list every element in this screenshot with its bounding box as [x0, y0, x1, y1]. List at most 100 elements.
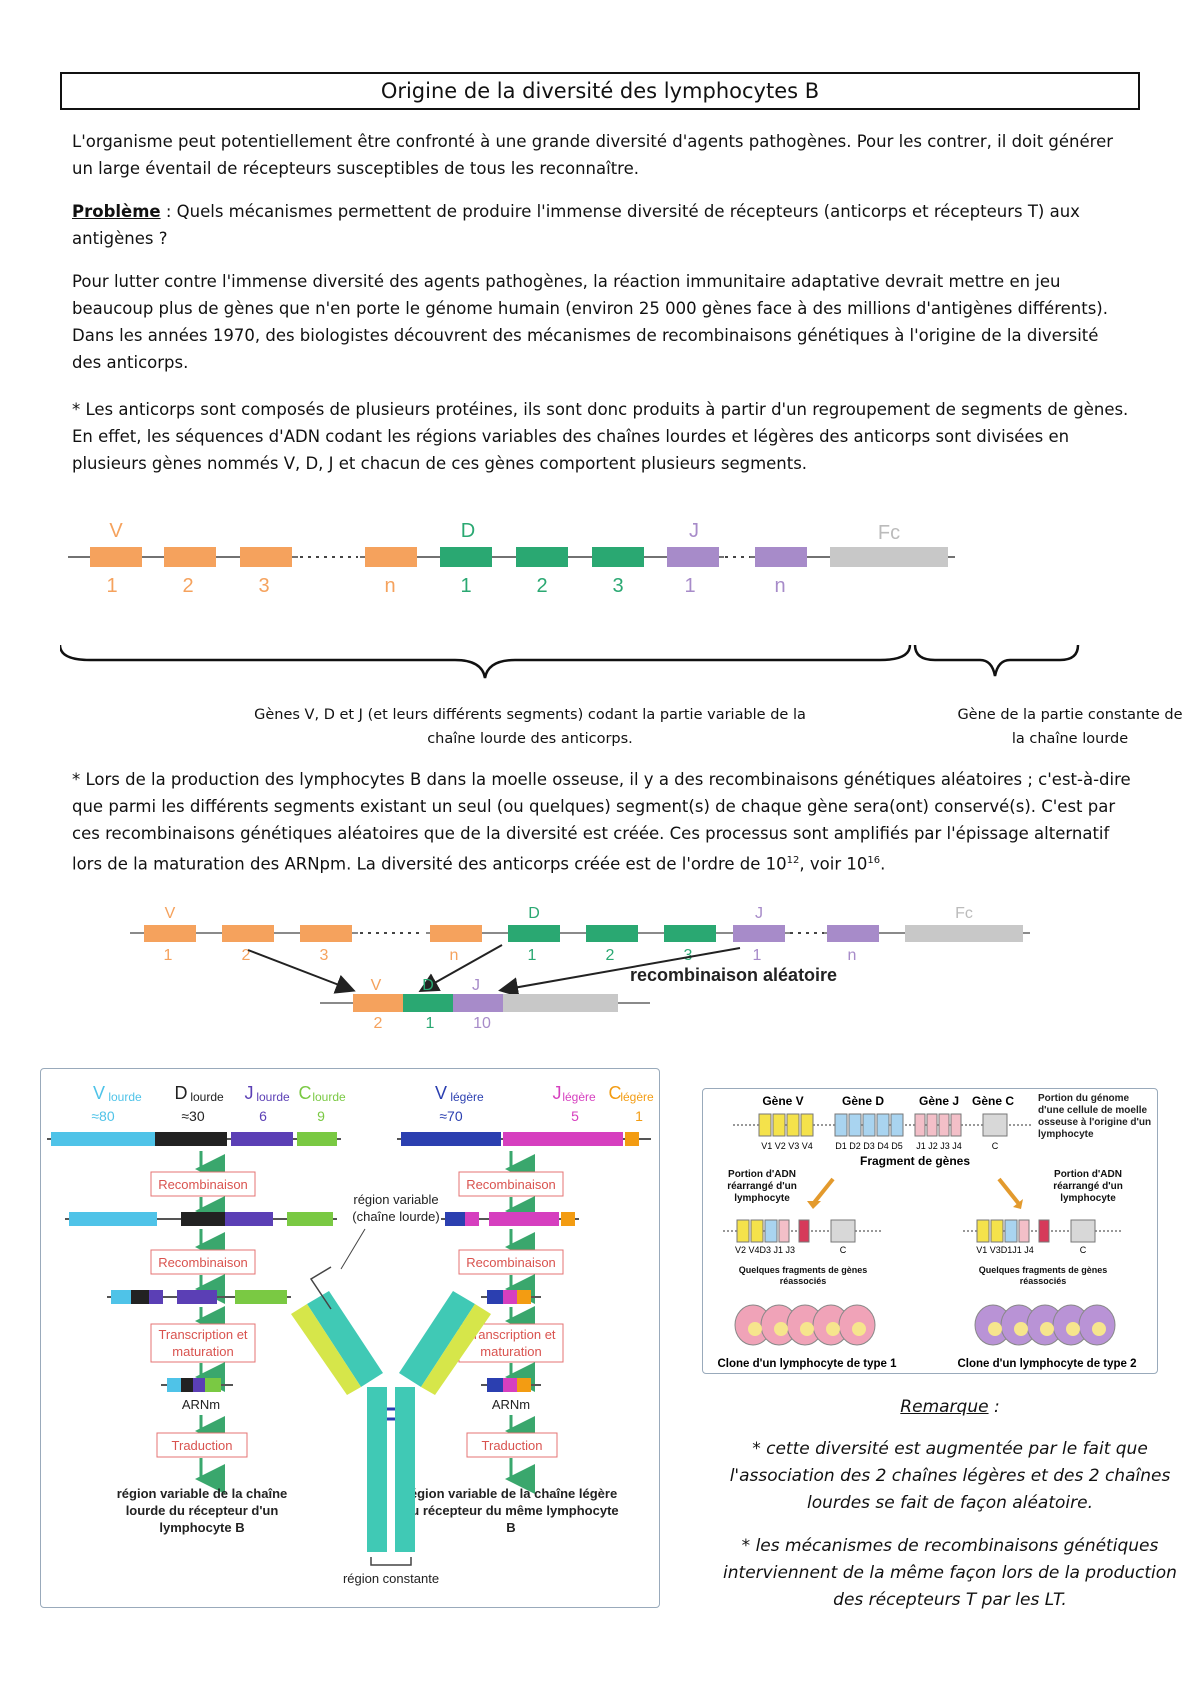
step-label: Transcription et maturation	[466, 1327, 556, 1359]
v-segment-1	[90, 547, 142, 567]
seq-d: D1 D2 D3 D4 D5	[835, 1141, 903, 1151]
j-label: J	[755, 905, 763, 922]
result-v-segment	[353, 994, 403, 1012]
recombination-diagram: V D J Fc 1 2 3 n 1 2 3 1 n recombinaison…	[130, 905, 1030, 1030]
j-heavy-genes	[231, 1132, 293, 1146]
intro-paragraph: L'organisme peut potentiellement être co…	[72, 132, 1114, 178]
step-box	[150, 1171, 256, 1197]
v-segment-3	[240, 547, 292, 567]
v-number: n	[384, 575, 395, 597]
header-count: ≈80	[91, 1108, 114, 1124]
d-heavy-genes	[155, 1132, 227, 1146]
remark-title: Remarque	[900, 1397, 989, 1417]
v-number: 2	[182, 575, 193, 597]
header-sub: légère	[620, 1090, 654, 1104]
gene-segments-diagram: V D J Fc 1 2 3 n 1 2 3 1 n	[60, 520, 1080, 679]
v-segment	[144, 925, 196, 942]
d-number: 1	[460, 575, 471, 597]
header-j-light: J	[553, 1083, 562, 1103]
header-count: 6	[259, 1108, 267, 1124]
antibody-y-shape	[291, 1291, 491, 1552]
fc-segment	[905, 925, 1023, 942]
c-light-genes	[625, 1132, 639, 1146]
step-label: Traduction	[172, 1438, 233, 1453]
seq-j: J1 J2 J3 J4	[916, 1141, 962, 1151]
step-label: Traduction	[482, 1438, 543, 1453]
header-v-light: V	[435, 1083, 447, 1103]
v-label: V	[109, 520, 123, 542]
header-count: ≈30	[181, 1108, 204, 1124]
v-segment	[430, 925, 482, 942]
header-sub: lourde	[108, 1090, 142, 1104]
header-count: 5	[571, 1108, 579, 1124]
problem-label: Problème	[72, 202, 161, 221]
v-number: 2	[242, 947, 251, 964]
header-j-heavy: J	[245, 1083, 254, 1103]
v-segment-2	[164, 547, 216, 567]
arnm-label: ARNm	[492, 1397, 530, 1412]
fc-segment	[830, 547, 948, 567]
result-j-segment	[453, 994, 503, 1012]
reassociated-note-left: Quelques fragments de gènes réassociés	[738, 1265, 868, 1286]
v-segment	[222, 925, 274, 942]
header-sub: lourde	[190, 1090, 224, 1104]
gene-block	[235, 1290, 287, 1304]
recombination-label: recombinaison aléatoire	[630, 965, 837, 985]
variable-brace	[60, 644, 912, 679]
right-c: C	[1080, 1245, 1087, 1255]
gene-block	[149, 1290, 163, 1304]
d-segment	[508, 925, 560, 942]
remark-2: * les mécanismes de recombinaisons génét…	[723, 1536, 1177, 1610]
result-d-label: D	[422, 977, 434, 994]
step-box	[458, 1171, 564, 1197]
d-segment-3	[592, 547, 644, 567]
step-box	[156, 1432, 248, 1458]
j-label: J	[689, 520, 699, 542]
clone-figure-panel: Gène V Gène D Gène J Gène C Portion du g…	[702, 1088, 1158, 1374]
fc-label: Fc	[955, 905, 973, 922]
recombination-figure-panel: V lourde ≈80 D lourde ≈30 J lourde 6 C l…	[40, 1068, 660, 1608]
v-segment-n	[365, 547, 417, 567]
result-number: 10	[473, 1015, 491, 1030]
fc-label: Fc	[878, 522, 900, 544]
v-segment	[300, 925, 352, 942]
d-segment	[664, 925, 716, 942]
header-gene-c: Gène C	[972, 1094, 1014, 1108]
header-count: 9	[317, 1108, 325, 1124]
d-segment-1	[440, 547, 492, 567]
clone-type-2-cells	[974, 1304, 1116, 1346]
gene-block	[111, 1290, 131, 1304]
result-number: 1	[426, 1015, 435, 1030]
v-light-genes	[401, 1132, 501, 1146]
v-number: 1	[164, 947, 173, 964]
d-segment	[586, 925, 638, 942]
j-number: n	[774, 575, 785, 597]
paragraph-4-text: .	[880, 854, 886, 874]
remark-1: * cette diversité est augmentée par le f…	[729, 1439, 1171, 1513]
paragraph-2: Pour lutter contre l'immense diversité d…	[72, 272, 1108, 372]
step-label: Transcription et maturation	[158, 1327, 248, 1359]
genome-note: Portion du génome d'une cellule de moell…	[1038, 1093, 1152, 1140]
j-segment-1	[667, 547, 719, 567]
j-number: 1	[684, 575, 695, 597]
header-count: ≈70	[439, 1108, 462, 1124]
header-gene-j: Gène J	[919, 1094, 959, 1108]
c-heavy-genes	[297, 1132, 337, 1146]
v-number: n	[450, 947, 459, 964]
d-number: 3	[612, 575, 623, 597]
remark-heading: Remarque :	[720, 1394, 1180, 1421]
step-label: Recombinaison	[158, 1255, 248, 1270]
constant-brace	[913, 644, 1080, 677]
result-j-label: J	[472, 977, 480, 994]
step-label: Recombinaison	[466, 1177, 556, 1192]
gene-block	[131, 1290, 149, 1304]
d-segment-2	[516, 547, 568, 567]
gene-block	[69, 1212, 157, 1226]
result-d-segment	[403, 994, 453, 1012]
clone-1-label: Clone d'un lymphocyte de type 1	[717, 1358, 897, 1370]
step-label: Recombinaison	[466, 1255, 556, 1270]
recombination-figure: V lourde ≈80 D lourde ≈30 J lourde 6 C l…	[47, 1083, 654, 1586]
remark-colon: :	[988, 1397, 1000, 1417]
header-v-heavy: V	[93, 1083, 105, 1103]
clone-type-1-cells	[734, 1304, 876, 1346]
